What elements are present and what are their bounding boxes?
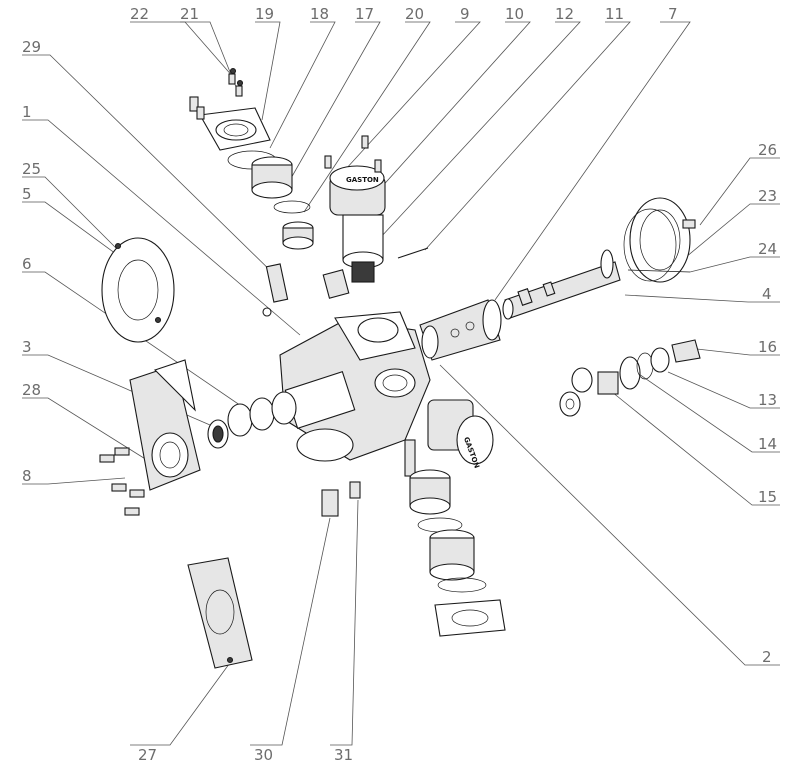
callout-25: 25 <box>22 160 41 178</box>
leader-lines <box>22 21 780 746</box>
callout-18: 18 <box>310 5 329 23</box>
right-bearing-cover <box>623 197 696 283</box>
callout-20: 20 <box>405 5 424 23</box>
callout-7: 7 <box>668 5 678 23</box>
crankshaft <box>502 249 621 320</box>
callout-23: 23 <box>758 187 777 205</box>
callout-11: 11 <box>605 5 624 23</box>
callout-27: 27 <box>138 746 157 764</box>
callout-5: 5 <box>22 185 32 203</box>
callout-16: 16 <box>758 338 777 356</box>
main-crankcase <box>279 311 431 462</box>
mounting-screws <box>99 447 145 516</box>
callout-17: 17 <box>355 5 374 23</box>
callout-labels: 22 21 19 18 17 20 9 10 12 11 7 29 1 25 5… <box>22 5 777 764</box>
callout-12: 12 <box>555 5 574 23</box>
callout-10: 10 <box>505 5 524 23</box>
shaft-sleeve <box>419 299 502 361</box>
brand-label-top: GASTON <box>346 176 379 184</box>
callout-4: 4 <box>762 285 772 303</box>
callout-9: 9 <box>460 5 470 23</box>
callout-15: 15 <box>758 488 777 506</box>
callout-22: 22 <box>130 5 149 23</box>
drain-fittings <box>321 481 361 517</box>
callout-29: 29 <box>22 38 41 56</box>
callout-19: 19 <box>255 5 274 23</box>
callout-31: 31 <box>334 746 353 764</box>
pump-parts: GASTON <box>99 67 701 669</box>
left-flange-plate <box>101 237 175 343</box>
callout-30: 30 <box>254 746 273 764</box>
upper-piston-head: GASTON <box>322 135 386 299</box>
callout-1: 1 <box>22 103 32 121</box>
lower-piston-head: GASTON <box>404 399 494 477</box>
callout-26: 26 <box>758 141 777 159</box>
callout-14: 14 <box>758 435 777 453</box>
callout-6: 6 <box>22 255 32 273</box>
top-head-cover <box>189 67 271 151</box>
callout-2: 2 <box>762 648 772 666</box>
callout-28: 28 <box>22 381 41 399</box>
callout-13: 13 <box>758 391 777 409</box>
base-plate <box>187 557 253 669</box>
lower-cylinder-stack <box>409 469 506 637</box>
seal-stack <box>559 339 701 417</box>
callout-21: 21 <box>180 5 199 23</box>
callout-8: 8 <box>22 467 32 485</box>
callout-24: 24 <box>758 240 777 258</box>
callout-3: 3 <box>22 338 32 356</box>
connecting-rod-left <box>262 263 289 317</box>
left-bearings <box>207 391 297 449</box>
gear-housing-bracket <box>129 359 201 491</box>
top-cylinder-sleeve <box>227 150 314 250</box>
